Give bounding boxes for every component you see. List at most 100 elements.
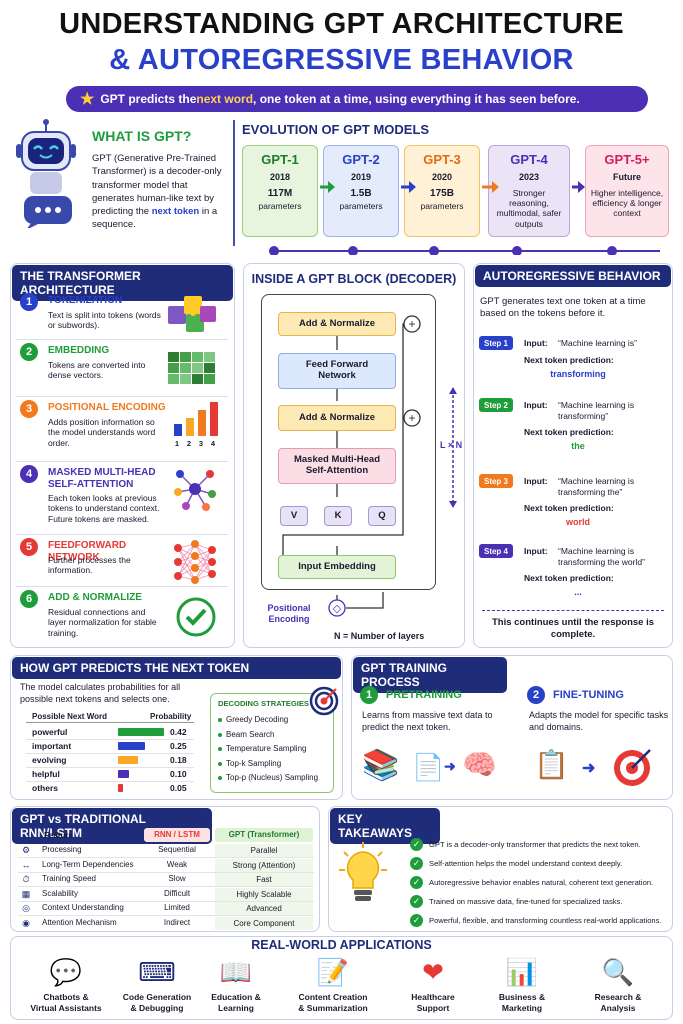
evo-card-gpt4: GPT-4 2023 Stronger reasoning, multimoda… [488, 145, 570, 237]
evo-year: 2018 [269, 172, 291, 182]
prediction-label: Next token prediction: [524, 573, 614, 583]
prediction-value: ... [574, 587, 582, 597]
compare-rnn: Difficult [163, 888, 191, 898]
compare-col-gpt: GPT (Transformer) [215, 828, 313, 842]
step-number: 5 [20, 538, 38, 556]
strategies-heading: DECODING STRATEGIES [218, 699, 309, 708]
arrow-icon: ➜ [444, 758, 456, 774]
strategy-item: Beam Search [226, 729, 275, 739]
step-text: Each token looks at previous tokens to u… [48, 493, 160, 524]
evo-desc-2: parameters [339, 201, 383, 211]
compare-col-feature: Feature [44, 831, 73, 840]
add-normalize-mid: Add & Normalize [278, 405, 396, 431]
bullseye-icon [610, 744, 654, 793]
evo-card-gpt5: GPT-5+ Future Higher intelligence, effic… [585, 145, 669, 237]
compare-rnn: Slow [168, 874, 186, 883]
app-label-1: Chatbots & [43, 992, 89, 1002]
puzzle-icon [166, 292, 218, 334]
app-icon: 📝 [316, 957, 350, 987]
evo-year: 2020 [431, 172, 453, 182]
target-icon [309, 686, 339, 721]
what-body: GPT (Generative Pre-Trained Transformer)… [92, 152, 232, 232]
evo-desc-2: parameters [258, 201, 302, 211]
check-icon: ✓ [410, 857, 423, 870]
compare-row-rule [18, 900, 314, 902]
step-text: Further processes the information. [48, 555, 131, 576]
app-label-1: Code Generation [122, 992, 192, 1002]
autoregressive-card [473, 263, 673, 648]
banner-post: , one token at a time, using everything … [253, 92, 580, 106]
compare-icon: ◉ [22, 917, 30, 928]
robot-icon [14, 118, 78, 230]
compare-rnn: Weak [166, 859, 188, 869]
prob-bar [118, 784, 123, 792]
evo-year: Future [613, 172, 641, 182]
title-line-1: UNDERSTANDING GPT ARCHITECTURE [59, 8, 624, 40]
takeaway-item: ✓Powerful, flexible, and transforming co… [410, 914, 670, 927]
prob-row-rule [26, 753, 194, 754]
app-icon: 📖 [219, 957, 253, 987]
app-label-2: & Summarization [298, 1003, 368, 1013]
prob-row-rule [26, 767, 194, 768]
step-text: Adds position information so the model u… [48, 417, 156, 448]
compare-feature: Attention Mechanism [42, 917, 117, 927]
evo-name: GPT-3 [423, 152, 461, 167]
transformer-divider [16, 534, 228, 535]
strategy-bullet [218, 747, 222, 751]
app-label-2: Support [416, 1003, 450, 1013]
compare-gpt: Fast [215, 873, 313, 886]
transformer-divider [16, 339, 228, 340]
app-label-1: Research & [594, 992, 642, 1002]
app-icon: 💬 [49, 957, 83, 987]
books-icon: 📚 [362, 749, 400, 782]
prob-col-word: Possible Next Word [32, 712, 107, 721]
strategy-item: Temperature Sampling [226, 744, 307, 753]
compare-feature: Processing [42, 845, 82, 854]
bar-label: 4 [210, 439, 216, 448]
app-label-2: & Debugging [130, 1003, 184, 1013]
takeaway-item: ✓GPT is a decoder-only transformer that … [410, 838, 670, 851]
pretraining-title-row: 1 PRETRAINING [360, 686, 462, 704]
decoder-frame [261, 294, 436, 590]
step-text: Residual connections and layer normaliza… [48, 607, 157, 638]
takeaway-text: GPT is a decoder-only transformer that p… [429, 840, 641, 849]
app-label-1: Content Creation [298, 992, 368, 1002]
step-number: 4 [20, 465, 38, 483]
evo-name: GPT-1 [261, 152, 299, 167]
document-icon: 📄 [412, 752, 445, 782]
prob-value: 0.42 [170, 727, 187, 737]
step-title: POSITIONAL ENCODING [48, 402, 166, 413]
evo-desc: 1.5B [350, 188, 372, 199]
prob-bar [118, 742, 145, 750]
prediction-value: transforming [550, 369, 606, 379]
applications-card [10, 936, 673, 1020]
evo-desc: Higher intelligence, efficiency & longer… [590, 188, 664, 219]
app-label-1: Business & [498, 992, 546, 1002]
q-block: Q [368, 506, 396, 526]
auto-dash-divider [482, 610, 664, 611]
prob-word: evolving [32, 755, 67, 765]
strategies-box [210, 693, 334, 793]
strategy-bullet [218, 718, 222, 722]
compare-icon: ⚙ [21, 845, 31, 855]
evolution-arrows [269, 181, 660, 255]
bar-label: 3 [198, 439, 204, 448]
strategy-bullet [218, 776, 222, 780]
input-text: “Machine learning is transforming” [558, 400, 635, 422]
pretraining-title: PRETRAINING [386, 689, 462, 701]
network-graph-icon [172, 466, 218, 512]
compare-icon: ▦ [21, 888, 31, 899]
input-text: “Machine learning is” [558, 338, 637, 348]
star-icon: ★ [80, 91, 95, 108]
title-line-2: & AUTOREGRESSIVE BEHAVIOR [109, 44, 574, 76]
prob-value: 0.18 [170, 755, 187, 765]
takeaway-text: Self-attention helps the model understan… [429, 859, 623, 868]
checklist-icon: 📋 [534, 749, 569, 780]
evo-year: 2019 [350, 172, 372, 182]
prob-bar [118, 770, 129, 778]
evo-card-gpt1: GPT-1 2018 117M parameters [242, 145, 318, 237]
svg-text:◇: ◇ [333, 603, 342, 615]
app-label-2: Learning [218, 1003, 254, 1013]
transformer-divider [16, 396, 228, 397]
lxn-label: L × N [440, 440, 463, 450]
